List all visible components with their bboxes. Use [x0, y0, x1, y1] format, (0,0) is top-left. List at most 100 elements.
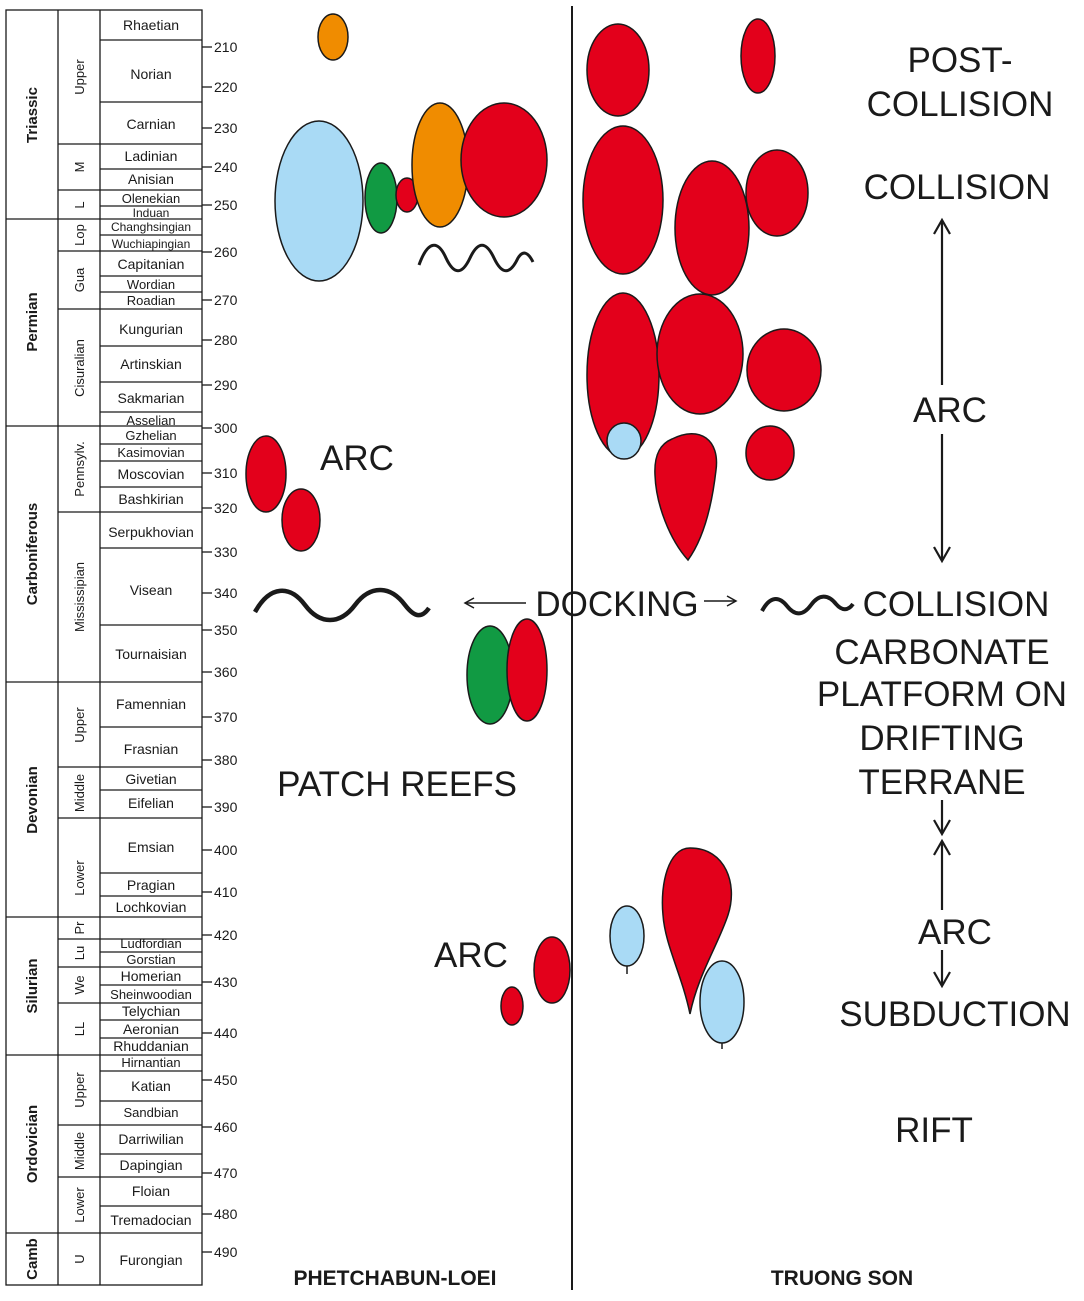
- timescale-column: [5, 9, 203, 1286]
- stage-label: Tremadocian: [110, 1212, 191, 1228]
- tick-label: 470: [214, 1165, 238, 1181]
- stage-label: Moscovian: [118, 466, 185, 482]
- period-label-silurian: Silurian: [24, 958, 41, 1013]
- label-arc-upper: ARC: [913, 391, 987, 430]
- epoch-label: M: [72, 162, 87, 173]
- tick-label: 460: [214, 1119, 238, 1135]
- label-carbonate-3: DRIFTING: [859, 719, 1024, 758]
- epoch-labels: Upper M L Lop Gua Cisuralian Pennsylv. M…: [72, 59, 87, 1264]
- unconformity-wave: [253, 587, 431, 623]
- stage-label: Aeronian: [123, 1021, 179, 1037]
- tick-label: 380: [214, 752, 238, 768]
- column-header-truong-son: TRUONG SON: [771, 1267, 913, 1290]
- epoch-label: Middle: [72, 1132, 87, 1170]
- red-ellipse: [281, 488, 321, 552]
- red-ellipse: [745, 425, 795, 481]
- stage-label: Changhsingian: [111, 220, 191, 234]
- stage-label: Anisian: [128, 171, 174, 187]
- tick-label: 350: [214, 622, 238, 638]
- period-label-devonian: Devonian: [24, 766, 41, 834]
- period-labels: Triassic Permian Carboniferous Devonian …: [24, 87, 41, 1280]
- red-ellipse: [656, 293, 744, 415]
- tick-label: 270: [214, 292, 238, 308]
- red-ellipse: [582, 125, 664, 275]
- red-ellipse: [674, 160, 750, 296]
- stage-label: Frasnian: [124, 741, 178, 757]
- tick-label: 370: [214, 709, 238, 725]
- stage-label: Capitanian: [118, 256, 185, 272]
- arrow-head: [726, 595, 738, 607]
- tick-label: 210: [214, 39, 238, 55]
- epoch-label: Pennsylv.: [72, 441, 87, 496]
- stage-label: Norian: [130, 66, 171, 82]
- stage-label: Sandbian: [124, 1105, 179, 1120]
- red-teardrop: [661, 847, 733, 1015]
- green-ellipse: [466, 625, 514, 725]
- arrow-head: [933, 838, 951, 856]
- stage-label: Asselian: [126, 413, 175, 428]
- tick-label: 450: [214, 1072, 238, 1088]
- red-ellipse: [746, 328, 822, 412]
- stage-label: Induan: [133, 206, 170, 220]
- tick-label: 250: [214, 197, 238, 213]
- stage-label: Eifelian: [128, 795, 174, 811]
- arrow-head: [933, 971, 951, 989]
- stage-label: Gzhelian: [125, 428, 176, 443]
- label-carbonate-4: TERRANE: [858, 763, 1025, 802]
- red-ellipse: [506, 618, 548, 722]
- epoch-label: We: [72, 975, 87, 994]
- epoch-label: Gua: [72, 267, 87, 292]
- tick-label: 440: [214, 1025, 238, 1041]
- green-ellipse: [364, 162, 398, 234]
- tick-label: 410: [214, 884, 238, 900]
- stage-label: Wuchiapingian: [112, 237, 191, 251]
- stage-label: Sakmarian: [118, 390, 185, 406]
- stage-label: Famennian: [116, 696, 186, 712]
- tick-label: 400: [214, 842, 238, 858]
- stage-label: Rhuddanian: [113, 1038, 189, 1054]
- stage-label: Sheinwoodian: [110, 987, 192, 1002]
- stage-label: Lochkovian: [116, 899, 187, 915]
- unconformity-wave: [417, 243, 535, 273]
- epoch-label: Lower: [72, 860, 87, 896]
- orange-ellipse: [411, 102, 469, 228]
- epoch-label: Lower: [72, 1187, 87, 1223]
- stage-labels: Rhaetian Norian Carnian Ladinian Anisian…: [108, 17, 194, 1268]
- stage-label: Kasimovian: [117, 445, 184, 460]
- red-ellipse: [745, 149, 809, 237]
- stage-label: Katian: [131, 1078, 171, 1094]
- stage-label: Givetian: [125, 771, 176, 787]
- tick-label: 320: [214, 500, 238, 516]
- stage-label: Wordian: [127, 277, 175, 292]
- stage-label: Olenekian: [122, 191, 181, 206]
- tick-label: 390: [214, 799, 238, 815]
- tick-labels: 210 220 230 240 250 260 270 280 290 300 …: [214, 39, 238, 1260]
- light-blue-ellipse: [699, 960, 745, 1044]
- epoch-label: Upper: [72, 707, 87, 743]
- epoch-label: LL: [72, 1022, 87, 1036]
- stage-label: Serpukhovian: [108, 524, 194, 540]
- stage-label: Furongian: [119, 1252, 182, 1268]
- epoch-label: Cisuralian: [72, 339, 87, 397]
- stage-label: Emsian: [128, 839, 175, 855]
- period-label-triassic: Triassic: [24, 87, 41, 143]
- epoch-label: L: [72, 201, 87, 208]
- red-ellipse: [500, 986, 524, 1026]
- label-collision-upper: COLLISION: [864, 168, 1051, 207]
- tick-label: 420: [214, 927, 238, 943]
- stage-label: Tournaisian: [115, 646, 187, 662]
- label-subduction: SUBDUCTION: [839, 995, 1070, 1034]
- tick-label: 280: [214, 332, 238, 348]
- annotation-labels: POST- COLLISION COLLISION ARC DOCKING CO…: [277, 41, 1071, 1290]
- label-post-collision: COLLISION: [867, 85, 1054, 124]
- epoch-label: Mississipian: [72, 562, 87, 632]
- stage-label: Carnian: [126, 116, 175, 132]
- light-blue-ellipse: [274, 120, 364, 282]
- stage-label: Floian: [132, 1183, 170, 1199]
- label-post: POST-: [907, 41, 1012, 80]
- unconformity-wave: [760, 594, 855, 616]
- tick-label: 230: [214, 120, 238, 136]
- stage-label: Pragian: [127, 877, 175, 893]
